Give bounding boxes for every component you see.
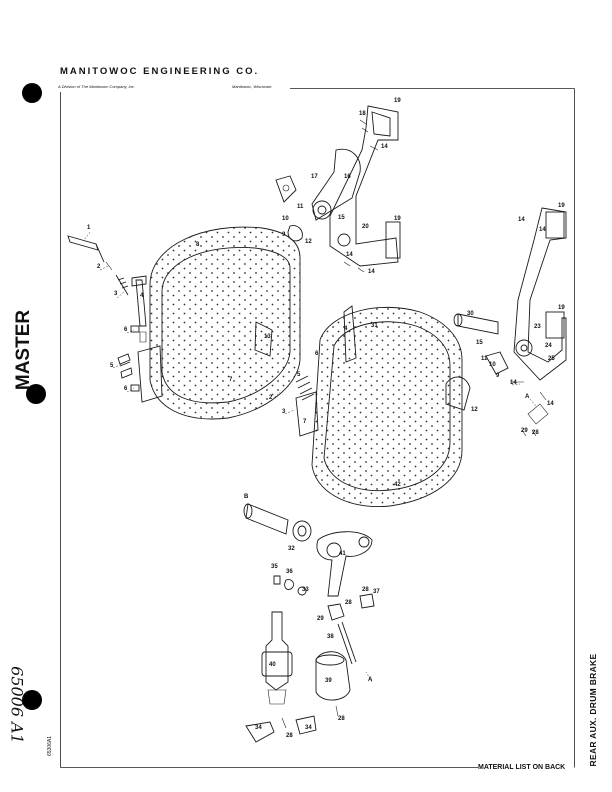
callout-9: 9 xyxy=(282,232,286,238)
master-stamp-text: MASTER xyxy=(13,309,34,391)
left-adjuster-parts xyxy=(67,235,147,379)
callout-28: 28 xyxy=(338,716,345,722)
callout-30: 30 xyxy=(467,311,474,317)
callout-5: 5 xyxy=(297,372,301,378)
callout-10: 10 xyxy=(489,362,496,368)
callout-25: 25 xyxy=(548,356,555,362)
callout-41: 41 xyxy=(339,551,346,557)
callout-39: 39 xyxy=(325,678,332,684)
callout-A: A xyxy=(368,677,373,683)
callout-24: 24 xyxy=(545,343,552,349)
callout-28: 28 xyxy=(345,600,352,606)
callout-34: 34 xyxy=(255,725,262,731)
callout-10: 10 xyxy=(282,216,289,222)
callout-42: 42 xyxy=(394,482,401,488)
callout-11: 11 xyxy=(297,204,304,210)
side-title: REAR AUX. DRUM BRAKE xyxy=(575,640,611,780)
callout-20: 20 xyxy=(362,224,369,230)
right-lever-assembly xyxy=(453,207,567,437)
callout-15: 15 xyxy=(476,340,483,346)
callout-14: 14 xyxy=(518,217,525,223)
callout-15: 15 xyxy=(338,215,345,221)
callout-8: 8 xyxy=(196,242,200,248)
callout-6: 6 xyxy=(315,351,319,357)
callout-33: 33 xyxy=(302,587,309,593)
division-line: A Division of The Manitowoc Company, Inc… xyxy=(58,84,135,89)
callout-3: 3 xyxy=(282,409,286,415)
lower-actuator-parts xyxy=(243,503,375,743)
callout-7: 7 xyxy=(303,419,307,425)
callout-28: 28 xyxy=(532,430,539,436)
callout-3: 3 xyxy=(114,291,118,297)
callout-19: 19 xyxy=(558,305,565,311)
callout-14: 14 xyxy=(381,144,388,150)
callout-14: 14 xyxy=(368,269,375,275)
punch-hole-bottom xyxy=(22,690,42,710)
side-title-text: REAR AUX. DRUM BRAKE xyxy=(588,653,598,767)
company-name: MANITOWOC ENGINEERING CO. xyxy=(60,66,260,77)
callout-4: 4 xyxy=(140,293,144,299)
callout-12: 12 xyxy=(471,407,478,413)
callout-A: A xyxy=(525,394,530,400)
callout-13: 13 xyxy=(264,334,271,340)
handwritten-note-text: 65006 A1 xyxy=(7,666,27,744)
callout-12: 12 xyxy=(305,239,312,245)
callout-14: 14 xyxy=(547,401,554,407)
callout-14: 14 xyxy=(510,380,517,386)
upper-lever-assembly xyxy=(275,105,401,273)
callout-18: 18 xyxy=(359,111,366,117)
punch-hole-middle xyxy=(26,384,46,404)
callout-11: 11 xyxy=(481,356,488,362)
callout-16: 16 xyxy=(344,174,351,180)
left-brake-band xyxy=(130,226,301,420)
callout-29: 29 xyxy=(521,428,528,434)
callout-7: 7 xyxy=(229,377,233,383)
handwritten-note: 65006 A1 xyxy=(0,640,34,770)
callout-35: 35 xyxy=(271,564,278,570)
master-stamp: MASTER xyxy=(2,300,46,400)
callout-2: 2 xyxy=(269,395,273,401)
callout-17: 17 xyxy=(311,174,318,180)
callout-19: 19 xyxy=(558,203,565,209)
drawing-frame xyxy=(60,88,575,768)
callout-36: 36 xyxy=(286,569,293,575)
drawing-code-text: 65306A1 xyxy=(47,735,53,757)
callout-6: 6 xyxy=(124,327,128,333)
callout-23: 23 xyxy=(534,324,541,330)
callout-1: 1 xyxy=(87,225,91,231)
callout-31: 31 xyxy=(371,323,378,329)
callout-32: 32 xyxy=(288,546,295,552)
material-list-note: MATERIAL LIST ON BACK xyxy=(478,764,566,771)
callout-4: 4 xyxy=(344,326,348,332)
drawing-code: 65306A1 xyxy=(44,722,56,770)
callout-19: 19 xyxy=(394,98,401,104)
city-line: Manitowoc, Wisconsin xyxy=(232,84,272,89)
callout-5: 5 xyxy=(110,363,114,369)
callout-40: 40 xyxy=(269,662,276,668)
callout-9: 9 xyxy=(496,373,500,379)
right-brake-band xyxy=(295,305,471,507)
callout-19: 19 xyxy=(394,216,401,222)
callout-38: 38 xyxy=(327,634,334,640)
punch-hole-top xyxy=(22,83,42,103)
callout-B: B xyxy=(244,494,249,500)
leader-lines xyxy=(83,231,537,683)
callout-14: 14 xyxy=(346,252,353,258)
callout-6: 6 xyxy=(124,386,128,392)
callout-34: 34 xyxy=(305,725,312,731)
callout-28: 28 xyxy=(362,587,369,593)
callout-14: 14 xyxy=(539,227,546,233)
callout-2: 2 xyxy=(97,264,101,270)
callout-28: 28 xyxy=(286,733,293,739)
callout-37: 37 xyxy=(373,589,380,595)
callout-29: 29 xyxy=(317,616,324,622)
